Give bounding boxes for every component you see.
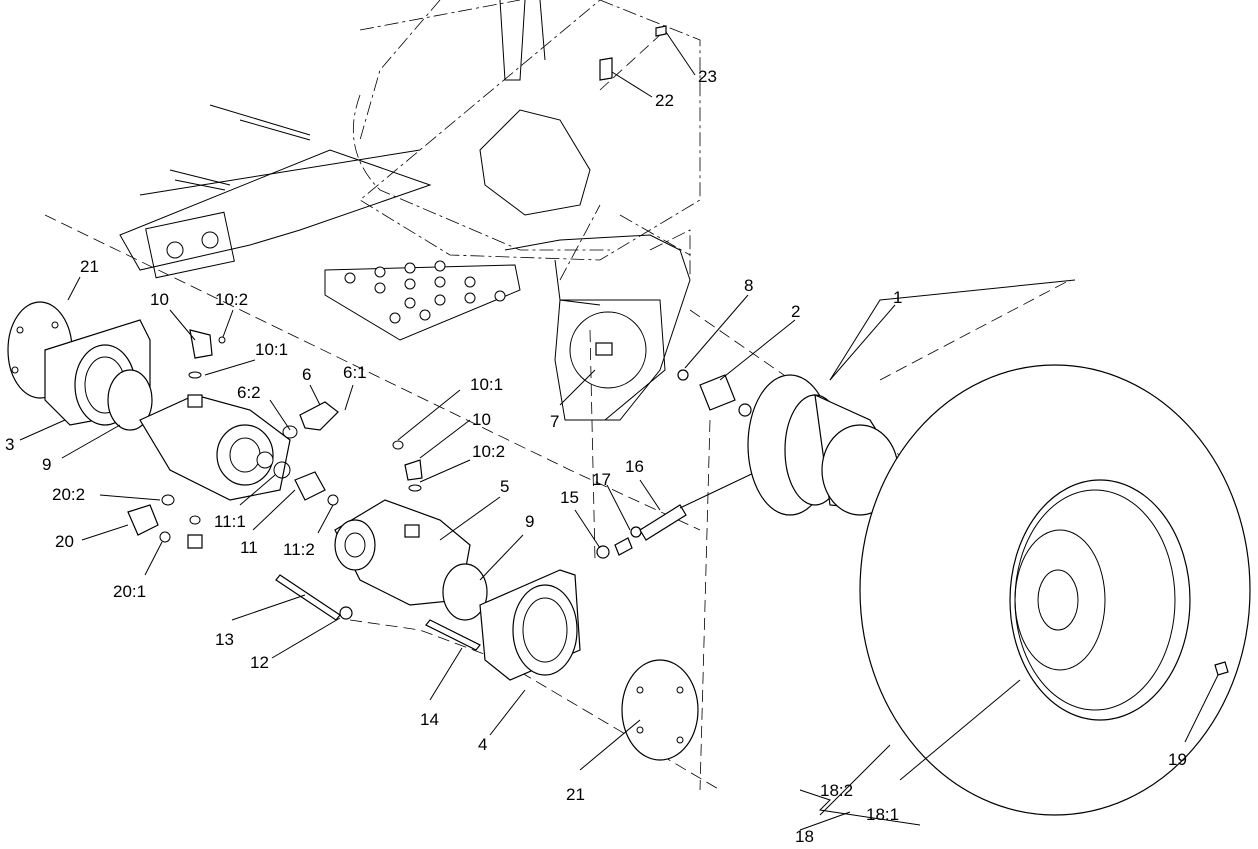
callout-9-left: 9 [42, 455, 51, 474]
callout-23: 23 [698, 67, 717, 86]
callout-20: 20 [55, 532, 74, 551]
callout-7: 7 [550, 412, 559, 431]
callout-8: 8 [744, 276, 753, 295]
callout-18-1: 18:1 [866, 805, 899, 824]
callout-12: 12 [250, 653, 269, 672]
callout-labels: 21 10 10:2 10:1 6 6:1 6:2 3 9 20:2 20 20… [5, 67, 1187, 846]
callout-3: 3 [5, 435, 14, 454]
callout-10-2-right: 10:2 [472, 442, 505, 461]
callout-22: 22 [655, 91, 674, 110]
callout-11-1: 11:1 [214, 512, 246, 531]
callout-13: 13 [215, 630, 234, 649]
callout-11-2: 11:2 [283, 540, 315, 559]
part-8-2-shaft [677, 369, 752, 417]
callout-18: 18 [795, 827, 814, 846]
callout-10-1-left: 10:1 [255, 340, 288, 359]
small-parts-19-22-23 [599, 25, 1229, 676]
callout-20-1: 20:1 [113, 582, 146, 601]
part-21-right-cover [621, 659, 699, 761]
callout-14: 14 [420, 710, 439, 729]
callout-10-right: 10 [472, 410, 491, 429]
part-4-right-housing [479, 569, 581, 681]
callout-1: 1 [893, 288, 902, 307]
callout-20-2: 20:2 [52, 485, 85, 504]
callout-6-2: 6:2 [237, 383, 261, 402]
callout-17: 17 [592, 470, 611, 489]
callout-4: 4 [478, 735, 487, 754]
callout-9-right: 9 [525, 512, 534, 531]
callout-21-bottom: 21 [566, 785, 585, 804]
bolts-12-13-14 [275, 574, 481, 651]
callout-10-left: 10 [150, 290, 169, 309]
left-motor-fittings [127, 329, 339, 549]
chassis-frame [119, 0, 701, 421]
leader-lines [19, 31, 1219, 831]
callout-21-top: 21 [80, 257, 99, 276]
callout-18-2: 18:2 [820, 781, 853, 800]
part-1-wheel-hub [747, 279, 1076, 516]
callout-6-1: 6:1 [343, 363, 367, 382]
part-9-oring-left [107, 369, 153, 431]
part-9-oring-right [442, 563, 488, 621]
callout-19: 19 [1168, 750, 1187, 769]
callout-6: 6 [302, 365, 311, 384]
callout-2: 2 [791, 302, 800, 321]
callout-5: 5 [500, 477, 509, 496]
callout-11: 11 [240, 538, 258, 557]
callout-15: 15 [560, 488, 579, 507]
callout-10-2-left: 10:2 [215, 290, 248, 309]
part-18-wheel-tire [859, 364, 1251, 816]
step-plate-holes [344, 260, 506, 324]
studs-15-16-17 [596, 469, 761, 559]
callout-10-1-right: 10:1 [470, 375, 503, 394]
callout-16: 16 [625, 457, 644, 476]
left-hydraulic-motor [139, 394, 291, 501]
